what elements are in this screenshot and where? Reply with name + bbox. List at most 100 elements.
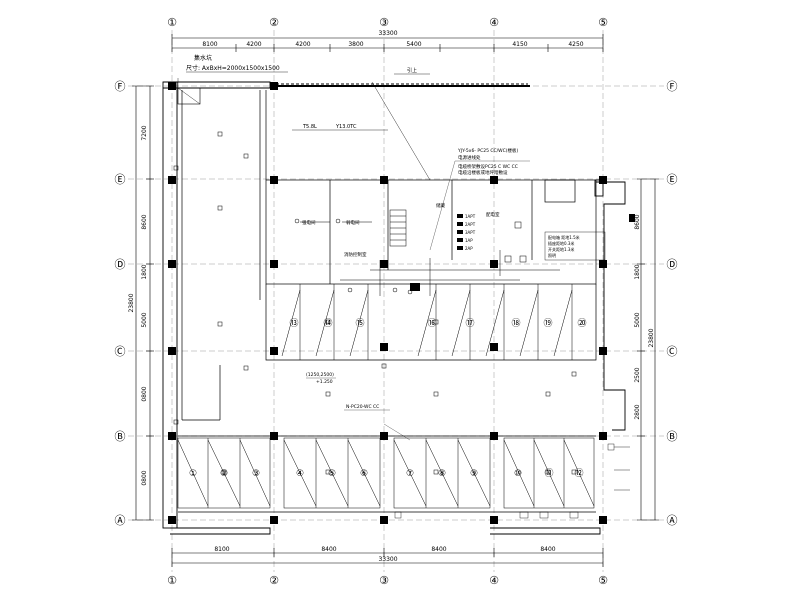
left-dimension-text: 7200 8600 1800 5000 0800 0800 23800 — [128, 125, 148, 485]
top-cable-run: 引上 — [276, 67, 528, 181]
right-axis-bubbles: Ⓐ Ⓑ Ⓒ Ⓓ Ⓔ Ⓕ — [667, 80, 678, 527]
bay-number-1: ① — [189, 469, 197, 479]
structural-columns — [168, 82, 635, 524]
bottom-axis-bubbles: ① ② ③ ④ ⑤ — [167, 574, 608, 587]
top-dim-3: 4200 — [295, 41, 310, 48]
sump-pit-size: 尺寸: AxBxH=2000x1500x1500 — [186, 64, 280, 72]
cable-notes: YJY-5x6- PC25 CC/WC(楼板) 电源进线处 电缆桥架敷设PC25… — [429, 147, 530, 251]
bay-number-18: ⑱ — [511, 318, 520, 329]
right-note-3: 开关距地1.3米 — [548, 246, 574, 252]
upper-parking-bays — [281, 284, 573, 360]
left-dim-3: 1800 — [141, 264, 148, 279]
panel-label-1: 1APT — [465, 214, 476, 219]
top-total-dim: 33300 — [378, 30, 397, 37]
stair — [389, 209, 407, 247]
level-marks: T5.8L Y13.0TC — [292, 124, 388, 131]
sump-pit: 集水坑 尺寸: AxBxH=2000x1500x1500 — [177, 54, 288, 105]
lower-parking-bays — [177, 437, 595, 509]
level-mark-2: Y13.0TC — [335, 124, 357, 130]
right-side-devices — [394, 443, 630, 519]
bay-number-5: ⑤ — [328, 469, 336, 479]
bus-note: N-PC20-WC CC — [346, 404, 379, 410]
bottom-dimension-lines — [171, 548, 604, 567]
bay-number-11: ⑪ — [544, 468, 553, 479]
bay-number-9: ⑨ — [470, 469, 478, 479]
cable-note-2: 电源进线处 — [458, 154, 481, 161]
top-dim-5: 5400 — [406, 41, 421, 48]
bay-number-16: ⑯ — [427, 318, 436, 329]
bottom-dim-2: 8400 — [321, 546, 336, 553]
top-dim-6: 4150 — [512, 41, 527, 48]
circuit-wiring — [294, 218, 560, 296]
right-dim-5: 2800 — [634, 404, 641, 419]
axis-bubble-F-left: Ⓕ — [115, 80, 126, 93]
bay-number-10: ⑩ — [514, 469, 522, 479]
right-notes-box: 配电箱 距地1.5米 插座距地0.3米 开关距地1.3米 照明 — [544, 231, 606, 261]
axis-bubble-D-left: Ⓓ — [115, 258, 126, 271]
elevation-notes: (1250,2500) +1.250 N-PC20-WC CC — [306, 372, 411, 441]
bottom-dim-3: 8400 — [431, 546, 446, 553]
top-dimension-text: 33300 8100 4200 4200 3800 5400 4150 4250 — [202, 30, 583, 48]
elevation-note-1: (1250,2500) — [306, 372, 334, 378]
bottom-dim-4: 8400 — [540, 546, 555, 553]
right-total-dim: 23800 — [648, 328, 655, 347]
top-dim-7: 4250 — [568, 41, 583, 48]
axis-bubble-E-left: Ⓔ — [115, 173, 126, 186]
axis-bubble-3-bottom: ③ — [379, 574, 389, 587]
room-label-1: 强电间 — [302, 219, 316, 226]
cable-note-3: 电缆桥架敷设PC25 C WC CC — [458, 163, 518, 170]
axis-bubble-D-right: Ⓓ — [667, 258, 678, 271]
right-dimension-text: 8600 1800 5000 2500 2800 23800 — [634, 214, 655, 419]
right-dim-3: 5000 — [634, 312, 641, 327]
level-mark-1: T5.8L — [302, 124, 317, 130]
axis-bubble-2-bottom: ② — [269, 574, 279, 587]
top-dimension-lines — [171, 34, 604, 52]
bottom-dim-1: 8100 — [214, 546, 229, 553]
left-dim-5: 0800 — [141, 386, 148, 401]
bay-number-14: ⑭ — [323, 318, 332, 329]
left-total-dim: 23800 — [128, 293, 135, 312]
axis-bubble-C-left: Ⓒ — [115, 345, 126, 358]
left-dim-4: 5000 — [141, 312, 148, 327]
axis-bubble-B-left: Ⓑ — [115, 430, 126, 443]
panel-label-5: 2AP — [465, 246, 473, 251]
upper-bay-numbers: ⑬ ⑭ ⑮ ⑯ ⑰ ⑱ ⑲ ⑳ — [289, 318, 586, 329]
cable-note-1: YJY-5x6- PC25 CC/WC(楼板) — [457, 147, 519, 154]
right-dim-4: 2500 — [634, 367, 641, 382]
axis-lines — [128, 30, 664, 572]
right-dim-1: 8600 — [634, 214, 641, 229]
left-dim-2: 8600 — [141, 214, 148, 229]
interior-walls — [178, 90, 597, 513]
left-dimension-lines — [132, 85, 154, 521]
bay-number-12: ⑫ — [574, 468, 583, 479]
top-dim-1: 8100 — [202, 41, 217, 48]
bottom-total-dim: 33300 — [378, 556, 397, 563]
axis-bubble-B-right: Ⓑ — [667, 430, 678, 443]
right-dimension-lines — [637, 178, 659, 521]
axis-bubble-F-right: Ⓕ — [667, 80, 678, 93]
top-dim-4: 3800 — [348, 41, 363, 48]
room-label-4: 配电室 — [486, 211, 500, 218]
axis-bubble-1: ① — [167, 16, 177, 29]
right-note-1: 配电箱 距地1.5米 — [548, 234, 580, 240]
right-dim-2: 1800 — [634, 264, 641, 279]
light-fixtures — [173, 131, 577, 475]
axis-bubble-E-right: Ⓔ — [667, 173, 678, 186]
axis-bubble-5: ⑤ — [598, 16, 608, 29]
room-label-5: 储藏 — [436, 202, 445, 209]
pit-ref-label: 引上 — [407, 67, 417, 74]
right-note-2: 插座距地0.3米 — [548, 240, 574, 246]
bottom-dimension-text: 8100 8400 8400 8400 33300 — [214, 546, 555, 563]
axis-bubble-4: ④ — [489, 16, 499, 29]
sump-pit-label: 集水坑 — [194, 54, 212, 62]
bay-number-8: ⑧ — [438, 469, 446, 479]
bay-number-13: ⑬ — [289, 318, 298, 329]
bay-number-20: ⑳ — [577, 318, 586, 329]
left-dim-1: 7200 — [141, 125, 148, 140]
axis-bubble-C-right: Ⓒ — [667, 345, 678, 358]
room-label-2: 弱电间 — [346, 219, 360, 226]
bay-number-15: ⑮ — [355, 318, 364, 329]
elevation-note-2: +1.250 — [316, 379, 333, 385]
bay-number-19: ⑲ — [543, 318, 552, 329]
bay-number-4: ④ — [296, 469, 304, 479]
